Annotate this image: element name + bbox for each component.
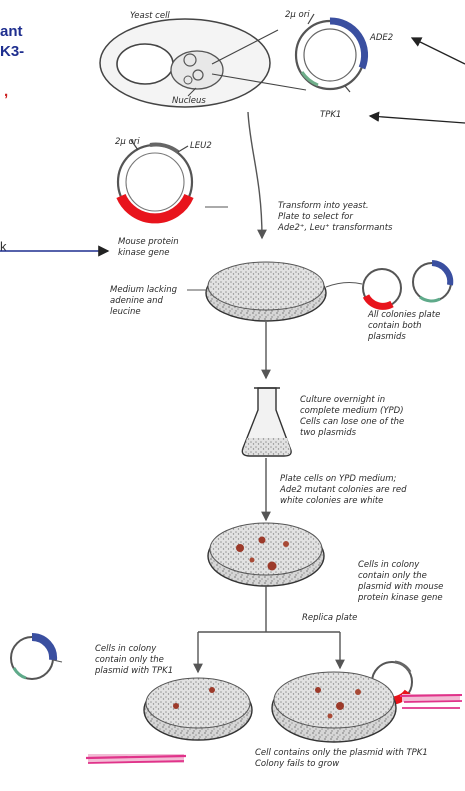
label-tpk1: TPK1: [320, 110, 341, 121]
label-medium-1: Medium lacking: [110, 285, 177, 296]
ade2-segment: [330, 21, 365, 68]
label-plate-2: Ade2 mutant colonies are red: [280, 485, 406, 496]
label-yeast-cell: Yeast cell: [130, 11, 170, 22]
culture-flask: [242, 388, 291, 456]
ypd-plate: [208, 523, 324, 586]
label-culture-4: two plasmids: [300, 428, 356, 439]
label-kinase-gene: kinase gene: [118, 248, 169, 259]
label-colonies-3: plasmids: [368, 332, 406, 343]
label-2u-ori-top: 2μ ori: [285, 10, 310, 21]
label-contains-left-2: contain only the: [95, 655, 164, 666]
label-medium-3: leucine: [110, 307, 141, 318]
label-colonies-2: contain both: [368, 321, 422, 332]
label-mouse-protein: Mouse protein: [118, 237, 179, 248]
label-2u-ori-mid: 2μ ori: [115, 137, 140, 148]
label-culture-2: complete medium (YPD): [300, 406, 404, 417]
colony-plasmid-pair: [326, 263, 451, 307]
label-colonies-1: All colonies plate: [368, 310, 440, 321]
label-plate-3: white colonies are white: [280, 496, 383, 507]
label-plate-1: Plate cells on YPD medium;: [280, 474, 396, 485]
label-transform-2: Plate to select for: [278, 212, 353, 223]
label-contains-left-3: plasmid with TPK1: [95, 666, 173, 677]
replica-plate-right: [272, 672, 396, 742]
label-culture-3: Cells can lose one of the: [300, 417, 404, 428]
label-transform-3: Ade2⁺, Leu⁺ transformants: [278, 223, 392, 234]
vacuole: [117, 44, 173, 84]
yeast-cell: [100, 19, 270, 107]
label-replica-plate: Replica plate: [302, 613, 357, 624]
label-transform-1: Transform into yeast.: [278, 201, 369, 212]
tpk1-only-plasmid: [11, 637, 62, 679]
label-medium-2: adenine and: [110, 296, 163, 307]
label-culture-1: Culture overnight in: [300, 395, 385, 406]
label-bottom-right-1: Cell contains only the plasmid with TPK1: [255, 748, 428, 759]
label-leu2: LEU2: [190, 141, 212, 152]
plasmid-ade2-tpk1: [296, 14, 365, 92]
label-contains-right-1: Cells in colony: [358, 560, 419, 571]
label-contains-left-1: Cells in colony: [95, 644, 156, 655]
label-contains-right-3: plasmid with mouse: [358, 582, 443, 593]
label-contains-right-4: protein kinase gene: [358, 593, 443, 604]
label-nucleus: Nucleus: [172, 96, 206, 107]
label-bottom-right-2: Colony fails to grow: [255, 759, 339, 770]
plasmid-leu2-mouse-kinase: [118, 140, 192, 219]
selection-plate: [206, 262, 326, 321]
replica-plate-left: [144, 678, 252, 740]
label-contains-right-2: contain only the: [358, 571, 427, 582]
label-ade2: ADE2: [370, 33, 393, 44]
